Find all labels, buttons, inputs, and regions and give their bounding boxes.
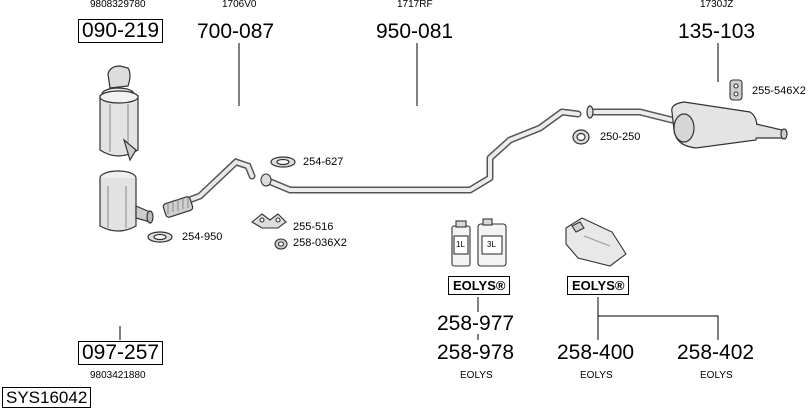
rubber-hanger-icon bbox=[729, 79, 743, 101]
rubber-mount-icon bbox=[274, 238, 288, 250]
part-number-255-516[interactable]: 255-516 bbox=[293, 221, 334, 233]
front-pipe-icon bbox=[162, 158, 256, 218]
rear-silencer-icon bbox=[586, 101, 788, 149]
part-number-255-546X2[interactable]: 255-546X2 bbox=[752, 85, 806, 97]
eolys-caption-3: EOLYS bbox=[700, 370, 733, 381]
system-id: SYS16042 bbox=[2, 387, 92, 408]
part-number-090-219[interactable]: 090-219 bbox=[78, 19, 164, 43]
part-number-250-250[interactable]: 250-250 bbox=[600, 131, 641, 143]
bottle-3l-label: 3L bbox=[487, 240, 496, 249]
part-number-950-081[interactable]: 950-081 bbox=[376, 20, 454, 43]
clamp-254-627-icon bbox=[270, 156, 296, 168]
clamp-254-950-icon bbox=[147, 231, 173, 243]
leader-eolys-right bbox=[597, 297, 719, 340]
additive-bottles-icon bbox=[451, 218, 507, 267]
part-ref-1717RF: 1717RF bbox=[397, 0, 433, 10]
intermediate-pipe-icon bbox=[260, 108, 582, 194]
mounting-bracket-icon bbox=[251, 213, 287, 229]
part-number-135-103[interactable]: 135-103 bbox=[678, 20, 756, 43]
part-ref-9808329780: 9808329780 bbox=[90, 0, 146, 10]
eolys-badge-right: EOLYS® bbox=[567, 276, 630, 295]
particulate-filter-icon bbox=[99, 170, 154, 232]
clamp-250-250-icon bbox=[572, 129, 590, 145]
part-ref-9803421880: 9803421880 bbox=[90, 370, 146, 381]
part-ref-1730JZ: 1730JZ bbox=[700, 0, 734, 10]
eolys-badge-left: EOLYS® bbox=[448, 276, 511, 295]
part-number-258-978[interactable]: 258-978 bbox=[437, 341, 515, 364]
eolys-caption-1: EOLYS bbox=[460, 370, 493, 381]
part-number-258-977[interactable]: 258-977 bbox=[437, 312, 515, 335]
part-number-258-400[interactable]: 258-400 bbox=[557, 341, 635, 364]
part-number-097-257[interactable]: 097-257 bbox=[78, 341, 164, 365]
bottle-1l-label: 1L bbox=[456, 240, 465, 249]
eolys-caption-2: EOLYS bbox=[580, 370, 613, 381]
additive-tank-icon bbox=[565, 217, 627, 267]
part-ref-1706V0: 1706V0 bbox=[222, 0, 257, 10]
catalytic-converter-icon bbox=[99, 65, 139, 162]
part-number-258-402[interactable]: 258-402 bbox=[677, 341, 755, 364]
part-number-258-036X2[interactable]: 258-036X2 bbox=[293, 237, 347, 249]
part-number-254-627[interactable]: 254-627 bbox=[303, 156, 344, 168]
part-number-700-087[interactable]: 700-087 bbox=[197, 20, 275, 43]
part-number-254-950[interactable]: 254-950 bbox=[182, 231, 223, 243]
